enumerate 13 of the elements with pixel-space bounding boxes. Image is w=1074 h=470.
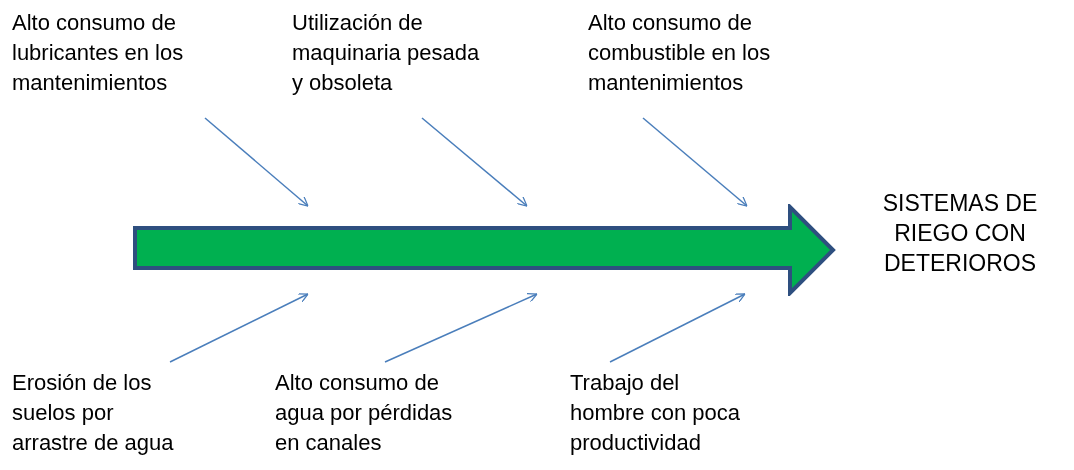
cause-label: Trabajo del hombre con poca productividad bbox=[570, 369, 741, 457]
arrow bbox=[642, 117, 748, 207]
cause-label: Alto consumo de lubricantes en los mantenimientos bbox=[12, 9, 185, 97]
cause-label: Alto consumo de agua por pérdidas en canales bbox=[275, 369, 454, 457]
cause-label: Erosión de los suelos por arrastre de agua bbox=[12, 369, 175, 457]
cause-label: Alto consumo de combustible en los mantenimientos bbox=[588, 9, 772, 97]
arrow bbox=[204, 117, 309, 207]
arrow bbox=[384, 292, 538, 363]
arrow bbox=[169, 293, 309, 363]
effect-label: SISTEMAS DE RIEGO CON DETERIOROS bbox=[881, 189, 1039, 278]
arrow bbox=[421, 117, 528, 207]
cause-label: Utilización de maquinaria pesada y obsoleta bbox=[292, 9, 481, 97]
arrow bbox=[609, 293, 746, 363]
